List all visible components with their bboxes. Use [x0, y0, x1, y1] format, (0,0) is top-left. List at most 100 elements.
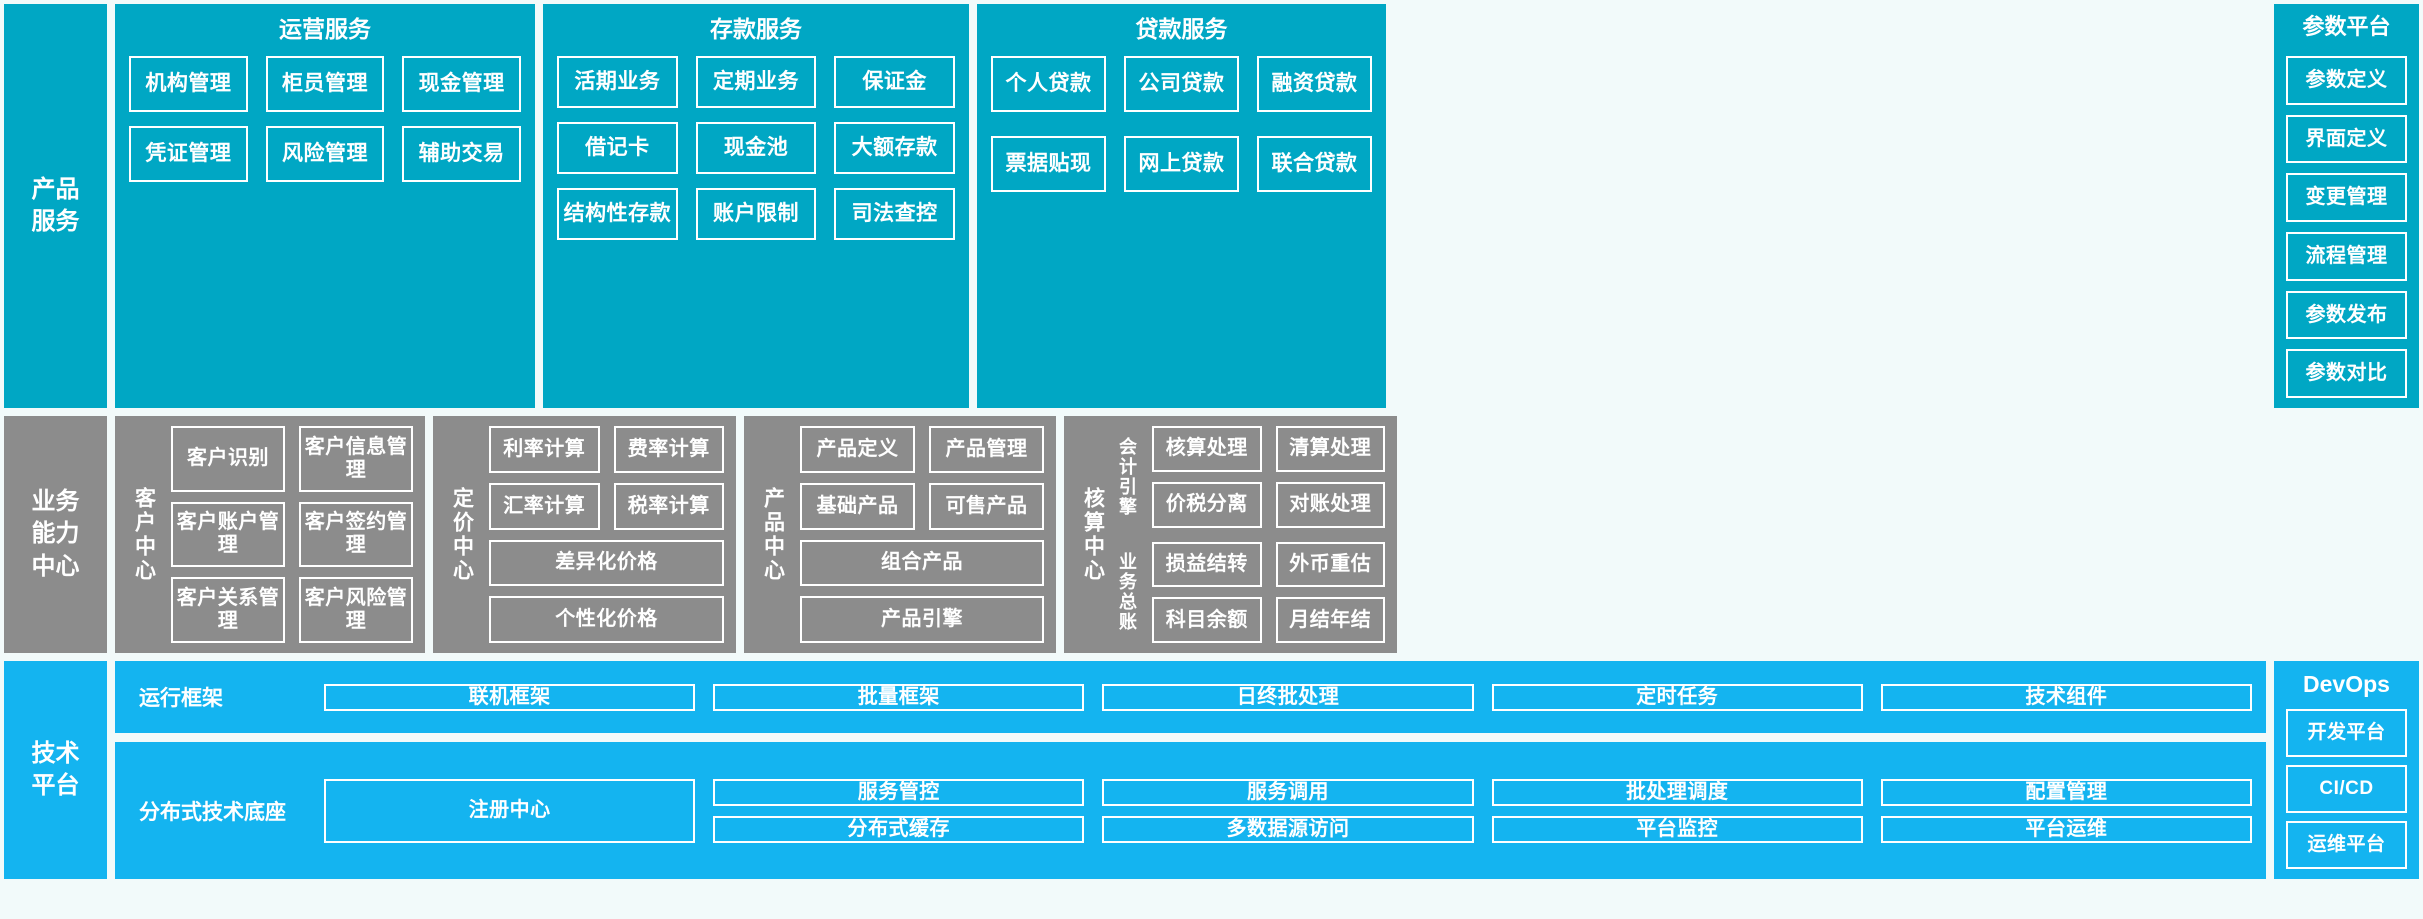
capability-item[interactable]: 外币重估 — [1275, 541, 1385, 588]
band-runtime-framework: 运行框架 联机框架 批量框架 日终批处理 定时任务 技术组件 — [115, 661, 2266, 733]
panel-accounting-center: 核算中心 会计引擎 核算处理 清算处理 价税分离 对账处理 业务总账 损益结转 … — [1064, 416, 1397, 653]
devops-item[interactable]: 开发平台 — [2286, 709, 2407, 757]
tech-item[interactable]: 多数据源访问 — [1102, 815, 1474, 843]
customer-center-grid: 客户识别 客户信息管理 客户账户管理 客户签约管理 客户关系管理 客户风险管理 — [171, 426, 413, 643]
service-item[interactable]: 现金池 — [695, 122, 817, 174]
vlabel-accounting-center: 核算中心 — [1081, 486, 1105, 583]
tech-item[interactable]: 服务管控 — [713, 778, 1085, 806]
panel-customer-center: 客户中心 客户识别 客户信息管理 客户账户管理 客户签约管理 客户关系管理 客户… — [115, 416, 425, 653]
tech-item[interactable]: 联机框架 — [324, 683, 696, 711]
service-item[interactable]: 定期业务 — [695, 56, 817, 108]
capability-item[interactable]: 客户风险管理 — [299, 577, 413, 643]
service-item[interactable]: 辅助交易 — [402, 126, 521, 182]
service-item[interactable]: 活期业务 — [557, 56, 678, 108]
capability-item[interactable]: 科目余额 — [1152, 597, 1262, 643]
service-item[interactable]: 凭证管理 — [129, 126, 248, 182]
panel-title-loan-service: 贷款服务 — [1135, 16, 1228, 42]
panel-title-devops: DevOps — [2303, 671, 2390, 697]
capability-item[interactable]: 汇率计算 — [489, 482, 600, 530]
capability-item[interactable]: 产品定义 — [800, 426, 915, 473]
lane-label-line-2: 平台 — [31, 772, 80, 799]
capability-item[interactable]: 价税分离 — [1152, 481, 1262, 528]
capability-item[interactable]: 产品管理 — [929, 426, 1044, 473]
capability-item[interactable]: 个性化价格 — [489, 596, 724, 643]
lane-label-line-2: 能力 — [31, 520, 80, 548]
service-item[interactable]: 结构性存款 — [557, 188, 678, 240]
panel-pricing-center: 定价中心 利率计算 费率计算 汇率计算 税率计算 差异化价格 个性化价格 — [433, 416, 736, 653]
panel-title-operations-service: 运营服务 — [279, 16, 371, 42]
tech-item[interactable]: 平台运维 — [1880, 815, 2252, 843]
panel-operations-service: 运营服务 机构管理 柜员管理 现金管理 凭证管理 风险管理 辅助交易 — [115, 4, 535, 408]
capability-item[interactable]: 核算处理 — [1152, 426, 1262, 472]
tech-item[interactable]: 日终批处理 — [1102, 683, 1474, 711]
service-item[interactable]: 大额存款 — [834, 122, 955, 174]
lane-label-line-1: 业务 — [31, 487, 80, 515]
service-item[interactable]: 账户限制 — [695, 188, 817, 240]
lane-label-line-1: 产品 — [31, 175, 80, 203]
capability-item[interactable]: 费率计算 — [613, 426, 724, 473]
service-item[interactable]: 个人贷款 — [991, 56, 1106, 112]
band-label-distributed-base: 分布式技术底座 — [139, 800, 286, 824]
service-item[interactable]: 现金管理 — [402, 56, 521, 112]
capability-item[interactable]: 对账处理 — [1275, 481, 1385, 528]
service-item[interactable]: 保证金 — [834, 56, 955, 108]
service-item[interactable]: 风险管理 — [265, 126, 385, 182]
tech-item[interactable]: 平台监控 — [1491, 815, 1863, 843]
capability-item[interactable]: 可售产品 — [929, 482, 1044, 530]
tech-item[interactable]: 批量框架 — [713, 683, 1085, 711]
accounting-engine-grid: 核算处理 清算处理 价税分离 对账处理 — [1152, 426, 1385, 528]
capability-item[interactable]: 利率计算 — [489, 426, 600, 473]
capability-item[interactable]: 客户识别 — [171, 426, 285, 492]
param-item[interactable]: 参数定义 — [2286, 56, 2407, 105]
service-item[interactable]: 网上贷款 — [1124, 136, 1239, 192]
service-item[interactable]: 融资贷款 — [1257, 56, 1372, 112]
capability-item[interactable]: 月结年结 — [1275, 597, 1385, 643]
product-center-grid: 产品定义 产品管理 基础产品 可售产品 组合产品 产品引擎 — [800, 426, 1044, 643]
capability-item[interactable]: 损益结转 — [1152, 541, 1262, 588]
vlabel-product-center: 产品中心 — [761, 486, 785, 583]
service-item[interactable]: 司法查控 — [834, 188, 955, 240]
accounting-sublane-engine: 会计引擎 核算处理 清算处理 价税分离 对账处理 — [1110, 426, 1385, 528]
service-item[interactable]: 票据贴现 — [991, 136, 1106, 192]
service-item[interactable]: 借记卡 — [557, 122, 678, 174]
tech-item[interactable]: 注册中心 — [324, 778, 696, 843]
capability-item[interactable]: 清算处理 — [1275, 426, 1385, 472]
capability-item[interactable]: 差异化价格 — [489, 539, 724, 587]
tech-item[interactable]: 技术组件 — [1880, 683, 2252, 711]
lane-label-business-capability: 业务 能力 中心 — [4, 416, 107, 653]
capability-item[interactable]: 客户信息管理 — [299, 426, 413, 492]
service-item[interactable]: 机构管理 — [129, 56, 248, 112]
tech-item[interactable]: 批处理调度 — [1491, 778, 1863, 806]
tech-item[interactable]: 配置管理 — [1880, 778, 2252, 806]
capability-item[interactable]: 组合产品 — [800, 539, 1044, 587]
lane-label-technology-platform: 技术 平台 — [4, 661, 107, 879]
capability-item[interactable]: 客户关系管理 — [171, 577, 285, 643]
service-item[interactable]: 柜员管理 — [265, 56, 385, 112]
row2-spacer — [1405, 416, 2419, 653]
tech-item[interactable]: 分布式缓存 — [713, 815, 1085, 843]
capability-item[interactable]: 税率计算 — [613, 482, 724, 530]
param-item[interactable]: 变更管理 — [2286, 173, 2407, 223]
accounting-sublane-ledger: 业务总账 损益结转 外币重估 科目余额 月结年结 — [1110, 541, 1385, 643]
technology-bands: 运行框架 联机框架 批量框架 日终批处理 定时任务 技术组件 分布式技术底座 注… — [115, 661, 2266, 879]
row1-spacer — [1394, 4, 2266, 408]
distributed-base-items: 注册中心 服务管控 服务调用 批处理调度 配置管理 分布式缓存 多数据源访问 平… — [324, 778, 2252, 843]
capability-item[interactable]: 客户签约管理 — [299, 501, 413, 568]
devops-item[interactable]: 运维平台 — [2286, 821, 2407, 869]
devops-item[interactable]: CI/CD — [2286, 765, 2407, 813]
tech-item[interactable]: 服务调用 — [1102, 778, 1474, 806]
param-item[interactable]: 参数对比 — [2286, 349, 2407, 399]
capability-item[interactable]: 客户账户管理 — [171, 501, 285, 568]
param-item[interactable]: 界面定义 — [2286, 114, 2407, 164]
row-technology-platform: 技术 平台 运行框架 联机框架 批量框架 日终批处理 定时任务 技术组件 分布式… — [0, 661, 2423, 879]
param-item[interactable]: 流程管理 — [2286, 232, 2407, 281]
tech-item[interactable]: 定时任务 — [1491, 683, 1863, 711]
capability-item[interactable]: 基础产品 — [800, 482, 915, 530]
loan-service-grid: 个人贷款 公司贷款 融资贷款 票据贴现 网上贷款 联合贷款 — [991, 56, 1372, 394]
vlabel-customer-center: 客户中心 — [132, 486, 156, 583]
capability-item[interactable]: 产品引擎 — [800, 596, 1044, 643]
service-item[interactable]: 公司贷款 — [1124, 56, 1239, 112]
service-item[interactable]: 联合贷款 — [1257, 136, 1372, 192]
param-item[interactable]: 参数发布 — [2286, 290, 2407, 340]
